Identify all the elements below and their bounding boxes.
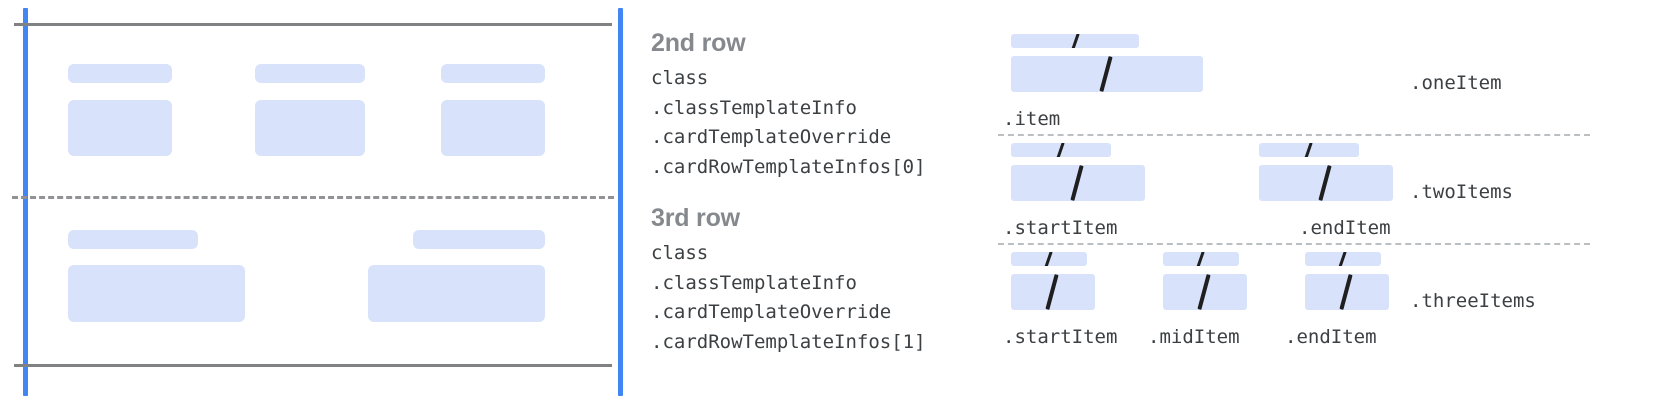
oneitem-item-label: .item <box>1003 108 1061 130</box>
second-row-title: 2nd row <box>651 29 746 57</box>
twoitems-slot-start <box>1011 143 1145 201</box>
twoitems-slot-end <box>1259 143 1393 201</box>
threeitems-end-label-bar <box>1305 252 1381 266</box>
slash-icon <box>1197 274 1211 310</box>
threeitems-slot-start <box>1011 252 1095 310</box>
top-boundary-rule <box>14 23 612 26</box>
threeitems-end-body-bar <box>1305 274 1389 310</box>
row3-cell1-label-placeholder <box>68 230 198 249</box>
third-row-code-line-2: .classTemplateInfo <box>651 271 857 294</box>
row2-cell1-body-placeholder <box>68 100 172 156</box>
row-layout-variants: .item .oneItem .startItem .endItem .twoI… <box>985 0 1676 412</box>
row2-cell2-body-placeholder <box>255 100 365 156</box>
row-descriptions: 2nd row class .classTemplateInfo .cardTe… <box>651 0 981 412</box>
twoitems-end-body-bar <box>1259 165 1393 201</box>
twoitems-start-body-bar <box>1011 165 1145 201</box>
slash-icon <box>1056 143 1065 157</box>
third-row-description: 3rd row class .classTemplateInfo .cardTe… <box>651 203 981 357</box>
second-row-code-line-2: .classTemplateInfo <box>651 96 857 119</box>
slash-icon <box>1338 252 1347 266</box>
card-row-preview <box>0 0 640 412</box>
left-edge-guide <box>23 8 28 396</box>
third-row-code-line-4: .cardRowTemplateInfos[1] <box>651 330 926 353</box>
oneitem-slot-item <box>1011 34 1203 92</box>
right-edge-guide <box>618 8 623 396</box>
third-row-title: 3rd row <box>651 204 740 232</box>
third-row-code-line-3: .cardTemplateOverride <box>651 301 892 323</box>
slash-icon <box>1070 165 1084 201</box>
slash-icon <box>1045 274 1059 310</box>
second-row-description: 2nd row class .classTemplateInfo .cardTe… <box>651 28 981 182</box>
row3-cell2-label-placeholder <box>413 230 545 249</box>
second-row-code-line-1: class <box>651 67 709 89</box>
threeitems-start-body-bar <box>1011 274 1095 310</box>
row3-cell1-body-placeholder <box>68 265 245 322</box>
second-row-code-line-4: .cardRowTemplateInfos[0] <box>651 155 926 178</box>
row3-cell2-body-placeholder <box>368 265 545 322</box>
row-divider-dashed <box>12 196 614 199</box>
oneitem-row-label: .oneItem <box>1410 72 1502 94</box>
threeitems-mid-label: .midItem <box>1148 326 1240 348</box>
threeitems-start-label: .startItem <box>1003 326 1118 348</box>
oneitem-item-body-bar <box>1011 56 1203 92</box>
twoitems-start-label-bar <box>1011 143 1111 157</box>
threeitems-mid-label-bar <box>1163 252 1239 266</box>
threeitems-slot-mid <box>1163 252 1247 310</box>
slash-icon <box>1044 252 1053 266</box>
bottom-boundary-rule <box>14 364 612 367</box>
twoitems-start-label: .startItem <box>1003 217 1118 239</box>
row2-cell3-label-placeholder <box>441 64 545 83</box>
slash-icon <box>1339 274 1353 310</box>
threeitems-start-label-bar <box>1011 252 1087 266</box>
twoitems-row-label: .twoItems <box>1410 181 1513 203</box>
slash-icon <box>1099 56 1113 92</box>
row2-cell3-body-placeholder <box>441 100 545 156</box>
variant-divider-2 <box>998 243 1590 245</box>
row2-cell1-label-placeholder <box>68 64 172 83</box>
row2-cell2-label-placeholder <box>255 64 365 83</box>
slash-icon <box>1196 252 1205 266</box>
slash-icon <box>1071 34 1080 48</box>
third-row-code-line-1: class <box>651 242 709 264</box>
threeitems-end-label: .endItem <box>1285 326 1377 348</box>
threeitems-row-label: .threeItems <box>1410 290 1536 312</box>
twoitems-end-label: .endItem <box>1299 217 1391 239</box>
variant-divider-1 <box>998 134 1590 136</box>
slash-icon <box>1304 143 1313 157</box>
threeitems-mid-body-bar <box>1163 274 1247 310</box>
threeitems-slot-end <box>1305 252 1389 310</box>
oneitem-item-label-bar <box>1011 34 1139 48</box>
second-row-code-line-3: .cardTemplateOverride <box>651 126 892 148</box>
twoitems-end-label-bar <box>1259 143 1359 157</box>
slash-icon <box>1318 165 1332 201</box>
